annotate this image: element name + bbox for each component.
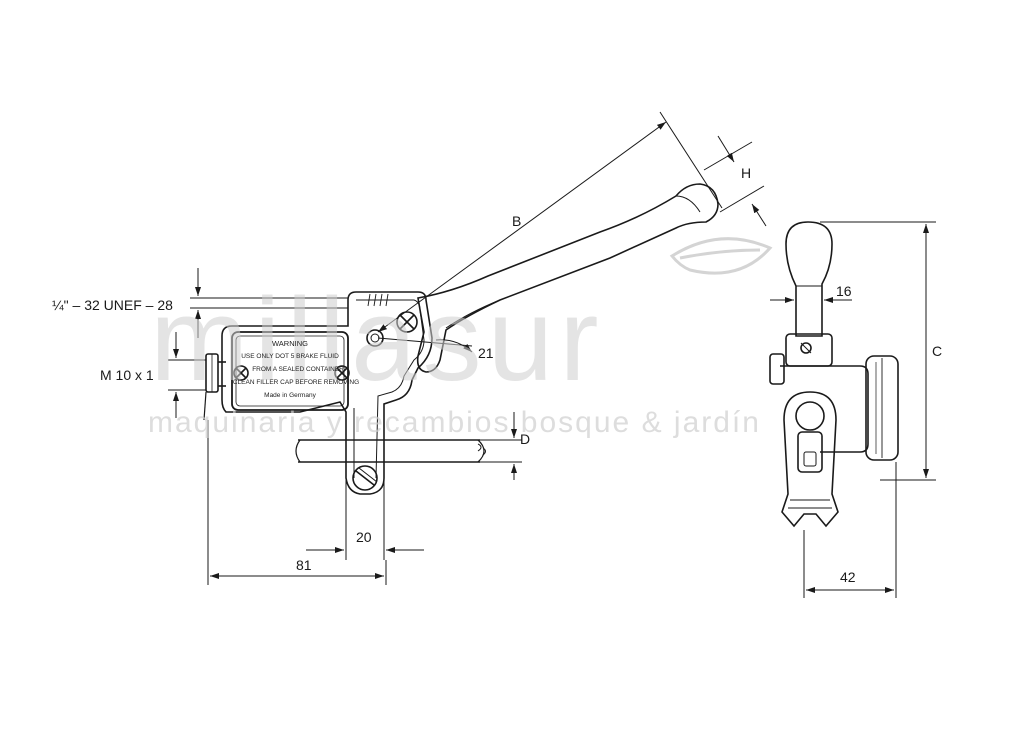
plate-line-1: WARNING — [272, 339, 308, 348]
label-42: 42 — [840, 569, 856, 585]
front-cylinder — [780, 365, 869, 453]
plate-screw-left — [233, 365, 249, 381]
leaf-icon — [669, 237, 773, 275]
label-thread: ¼" – 32 UNEF – 28 — [52, 297, 173, 313]
clamp — [781, 391, 839, 528]
front-view — [769, 221, 899, 528]
label-c: C — [932, 343, 942, 359]
plate-line-2: USE ONLY DOT 5 BRAKE FLUID — [241, 353, 339, 360]
label-16: 16 — [836, 283, 852, 299]
reservoir-cap — [865, 355, 899, 461]
lever-end — [785, 221, 833, 337]
watermark: millasur maquinaria y recambios bosque &… — [148, 237, 773, 439]
front-view-dimensions — [770, 221, 936, 598]
label-20: 20 — [356, 529, 372, 545]
label-d: D — [520, 431, 530, 447]
watermark-brand: millasur — [150, 274, 605, 406]
plate-line-5: Made in Germany — [264, 392, 316, 399]
handlebar-tube — [295, 439, 486, 463]
label-b: B — [512, 213, 521, 229]
label-angle-21: 21 — [478, 345, 494, 361]
plate-line-3: FROM A SEALED CONTAINER — [252, 366, 344, 373]
watermark-tagline: maquinaria y recambios bosque & jardín — [148, 406, 761, 439]
plate-line-4: CLEAN FILLER CAP BEFORE REMOVING — [233, 379, 359, 386]
banjo-fitting — [203, 353, 226, 421]
label-h: H — [741, 165, 751, 181]
label-81: 81 — [296, 557, 312, 573]
label-m10: M 10 x 1 — [100, 367, 154, 383]
clamp-screw — [352, 465, 378, 491]
plate-screw-right — [334, 365, 350, 381]
dimension-labels: ¼" – 32 UNEF – 28 M 10 x 1 B H 21 D 20 8… — [52, 165, 942, 585]
plate-text: WARNING USE ONLY DOT 5 BRAKE FLUID FROM … — [233, 339, 359, 399]
side-view-dimensions — [168, 111, 767, 585]
